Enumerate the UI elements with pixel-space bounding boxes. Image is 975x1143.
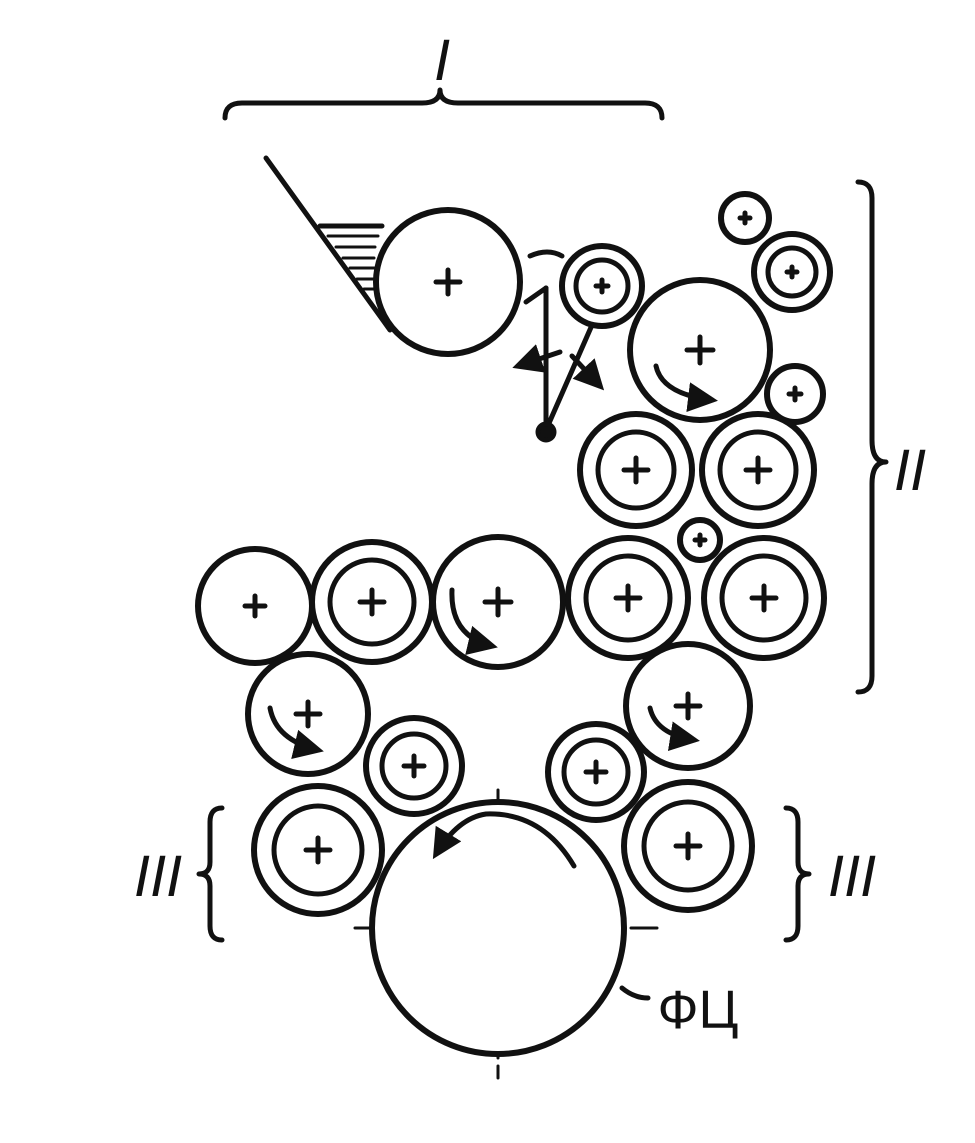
brace-section-2	[855, 179, 889, 695]
plate-cylinder	[369, 799, 627, 1057]
roller	[363, 715, 465, 817]
label-section-2: II	[894, 438, 926, 503]
ink-fountain	[263, 155, 393, 333]
label-section-3-right: III	[828, 844, 876, 909]
roller	[559, 243, 645, 329]
rotation-arrow	[432, 811, 577, 869]
brace-section-3-left	[196, 805, 225, 943]
rotation-arrow	[647, 705, 700, 752]
pivot-point	[535, 421, 557, 443]
plate-cylinder-leader	[619, 985, 651, 1001]
rotation-arrow	[653, 363, 718, 413]
roller	[699, 411, 817, 529]
roller	[718, 191, 772, 245]
roller	[621, 779, 755, 913]
roller	[701, 535, 827, 661]
brace-section-1	[222, 87, 665, 121]
roller	[577, 411, 695, 529]
roller	[751, 231, 833, 313]
roller	[373, 207, 523, 357]
rotation-arrow-group	[267, 363, 718, 869]
label-section-3-left: III	[134, 844, 182, 909]
label-section-1: I	[434, 28, 450, 93]
roller	[623, 641, 753, 771]
label-plate-cylinder: ФЦ	[658, 980, 739, 1040]
roller	[251, 783, 385, 917]
roller	[545, 721, 647, 823]
roller	[245, 651, 371, 777]
roller	[195, 546, 315, 666]
roller	[677, 517, 723, 563]
rotation-arrow	[267, 705, 324, 760]
roller-group	[195, 191, 833, 1057]
roller	[565, 535, 691, 661]
roller	[764, 363, 826, 425]
roller	[309, 539, 435, 665]
rotation-arrow	[449, 587, 498, 656]
brace-section-3-right	[783, 805, 812, 943]
